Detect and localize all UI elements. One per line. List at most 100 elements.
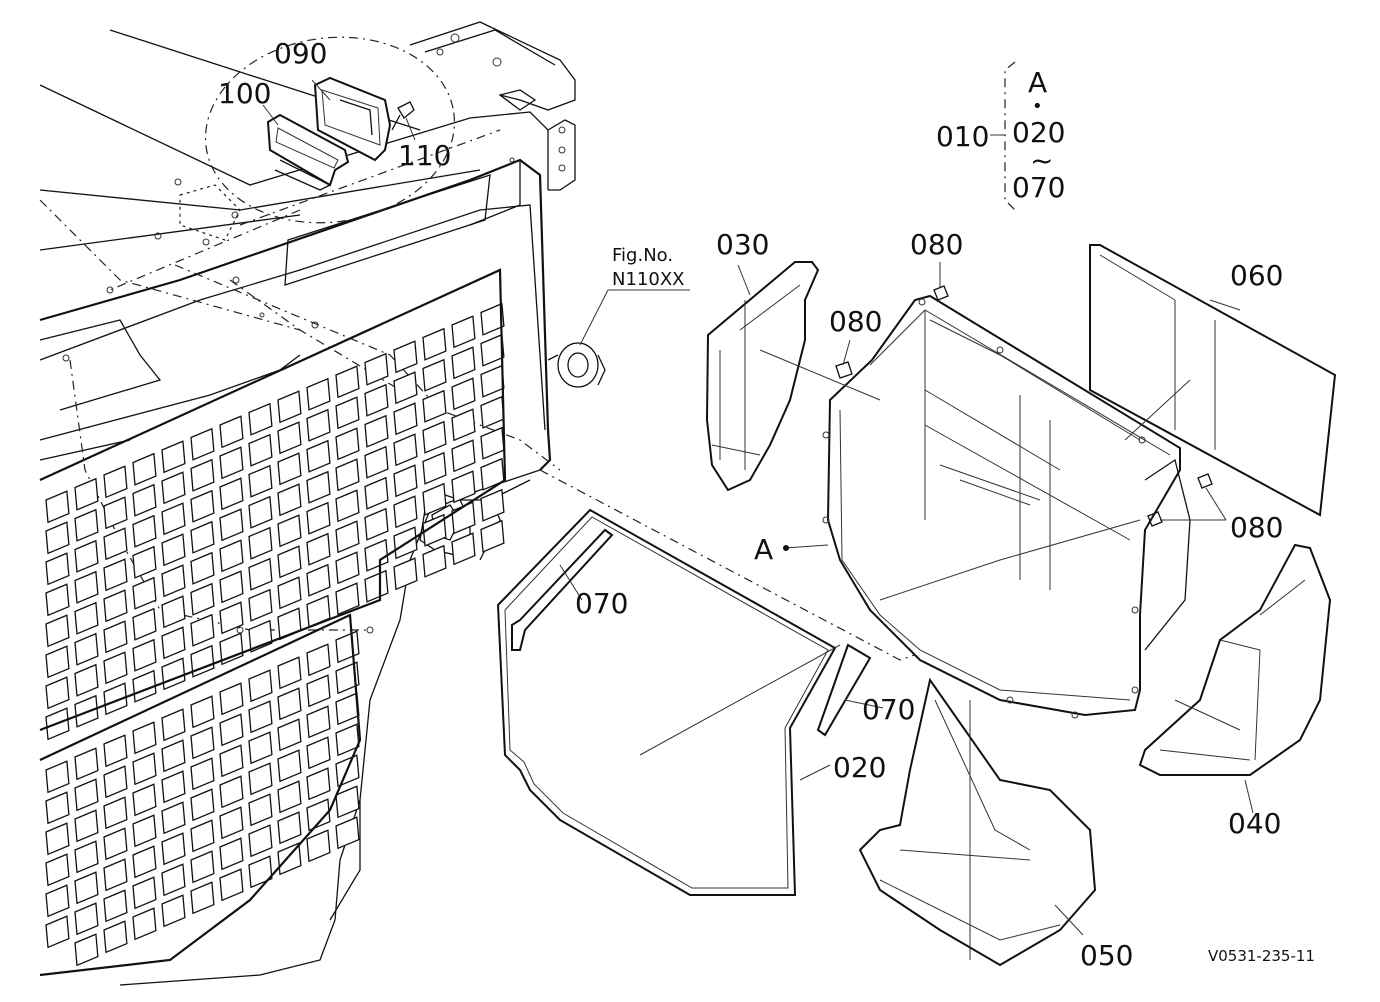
grille-cell [364,538,389,572]
grille-cell [132,452,157,486]
grille-cell [161,564,186,598]
grille-cell [451,408,476,442]
grille-cell [161,533,186,567]
grille-cell [393,557,418,591]
grille-cell [103,889,128,923]
grille-cell [393,371,418,405]
grille-cell [74,663,99,697]
fig-ref-line2: N110XX [612,269,684,290]
grille-cell [335,365,360,399]
grille-cell [248,495,273,529]
label-070-right: 070 [862,693,915,726]
grille-cell [422,482,447,516]
grille-cell [277,656,302,690]
grille-cell [45,853,70,887]
grille-cell [306,439,331,473]
grille-cell [161,832,186,866]
grille-cell [248,433,273,467]
grille-cell [306,643,331,677]
grille-cell [451,532,476,566]
grille-cell [219,539,244,573]
grille-cell [248,464,273,498]
grille-cell [335,785,360,819]
grille-cell [335,723,360,757]
label-080-left: 080 [829,305,882,338]
grille-cell [103,827,128,861]
grille-cell [480,364,505,398]
grille-cell [161,440,186,474]
bolts-080 [835,285,1213,527]
label-040: 040 [1228,807,1281,840]
grille-cell [364,569,389,603]
group-label-A: A [1028,66,1047,99]
grille-cell [103,496,128,530]
lower-grille-frame [39,613,362,977]
grille-cell [190,489,215,523]
grille-cell [74,871,99,905]
grille-cell [103,920,128,954]
grille-cell [335,692,360,726]
part-070-strips [511,528,872,737]
grille-cell [306,736,331,770]
grille-cell [335,396,360,430]
grille-cell [45,884,70,918]
part-040 [1138,543,1332,776]
grille-cell [219,570,244,604]
grille-cell [306,705,331,739]
grille-cell [248,793,273,827]
grille-cell [277,483,302,517]
grille-cell [480,395,505,429]
grille-cell [248,824,273,858]
grille-cell [422,451,447,485]
grille-cell [103,527,128,561]
grille-cell [480,302,505,336]
label-020: 020 [833,751,886,784]
grille-cell [277,718,302,752]
grille-cell [74,778,99,812]
grille-cell [132,514,157,548]
grille-cell [306,674,331,708]
assembly-A-marker [783,545,789,551]
grille-cell [190,819,215,853]
grille-cell [190,551,215,585]
grille-cell [74,601,99,635]
grille-cell [219,713,244,747]
grille-cell [74,809,99,843]
grille-cell [103,796,128,830]
grille-cell [74,747,99,781]
grille-cell [190,695,215,729]
grille-cell [393,340,418,374]
grille-cell [103,765,128,799]
grille-cell [306,563,331,597]
grille-cell [161,894,186,928]
grille-cell [74,570,99,604]
label-110: 110 [398,139,451,172]
grille-cell [132,545,157,579]
grille-cell [335,551,360,585]
grille-cell [422,358,447,392]
grille-cell [45,521,70,555]
grille-cell [103,465,128,499]
grille-cell [103,558,128,592]
grille-cell [277,576,302,610]
grille-cell [277,452,302,486]
part-050 [858,677,1097,967]
grille-cell [190,850,215,884]
grille-cell [451,346,476,380]
grille-cell [103,682,128,716]
grille-cell [248,731,273,765]
grille-cell [422,420,447,454]
grille-cell [248,402,273,436]
grille-cell [335,489,360,523]
grille-cell [451,439,476,473]
grille-cell [132,607,157,641]
grille-cell [190,582,215,616]
grille-cell [132,876,157,910]
grille-cell [277,811,302,845]
grille-cell [161,595,186,629]
grille-cell [277,687,302,721]
grille-cell [219,446,244,480]
grille-cell [132,845,157,879]
upper-grille-frame [39,268,507,732]
duct-assembly-A [759,294,1191,719]
